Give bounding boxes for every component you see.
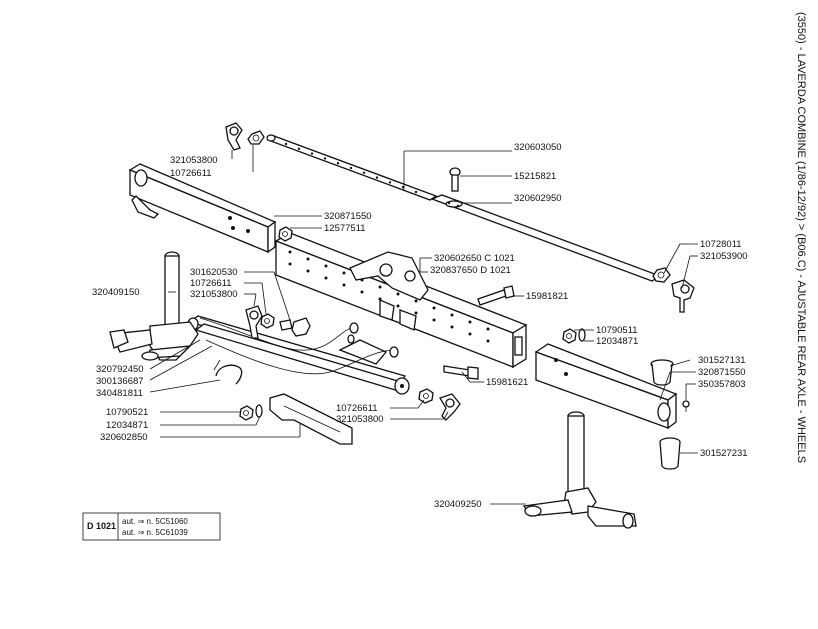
label-340481811: 340481811 bbox=[96, 388, 143, 399]
leader-lines bbox=[149, 145, 698, 505]
bolt-15981621 bbox=[443, 365, 479, 380]
nut-12577511 bbox=[278, 226, 293, 242]
label-320871550-left: 320871550 bbox=[324, 211, 372, 222]
label-301620530: 301620530 bbox=[190, 267, 238, 278]
label-301527231: 301527231 bbox=[700, 448, 748, 459]
label-300136687: 300136687 bbox=[96, 376, 144, 387]
label-320602850: 320602850 bbox=[100, 432, 148, 443]
ball-joint-low bbox=[418, 388, 461, 421]
label-320837650: 320837650 D 1021 bbox=[430, 265, 511, 276]
legend-line-1: aut. ⇒ n. 5C51060 bbox=[122, 517, 188, 526]
label-320602950: 320602950 bbox=[514, 193, 562, 204]
label-10726611-mid: 10726611 bbox=[190, 278, 232, 289]
label-350357803: 350357803 bbox=[698, 379, 746, 390]
label-10726611-top: 10726611 bbox=[170, 168, 212, 179]
tie-rod-long bbox=[266, 134, 438, 201]
bracket-plate bbox=[269, 393, 353, 445]
bushing-301527231 bbox=[659, 437, 681, 470]
label-320603050: 320603050 bbox=[514, 142, 562, 153]
part-labels: 320603050 15215821 320602950 321053800 1… bbox=[92, 142, 748, 510]
label-12034871-left: 12034871 bbox=[106, 420, 148, 431]
right-kingpin bbox=[522, 411, 637, 529]
diagram-title: (3550) - LAVERDA COMBINE (1/86-12/92) > … bbox=[795, 12, 807, 464]
label-321053800-mid: 321053800 bbox=[190, 289, 238, 300]
label-320871550-right: 320871550 bbox=[698, 367, 746, 378]
label-15981621: 15981621 bbox=[486, 377, 528, 388]
left-kingpin bbox=[109, 251, 199, 361]
label-15215821: 15215821 bbox=[514, 171, 556, 182]
label-321053800-top: 321053800 bbox=[170, 155, 218, 166]
label-10790511: 10790511 bbox=[596, 325, 638, 336]
label-320792450: 320792450 bbox=[96, 364, 144, 375]
label-320409250: 320409250 bbox=[434, 499, 482, 510]
grease-nipple-350357803 bbox=[682, 400, 690, 412]
legend-line-2: aut. ⇒ n. 5C61039 bbox=[122, 528, 188, 537]
bolt-15981821 bbox=[477, 285, 515, 306]
label-301527131: 301527131 bbox=[698, 355, 746, 366]
left-sliding-beam bbox=[128, 163, 277, 254]
nut-10790521 bbox=[239, 404, 263, 421]
label-10726611-low: 10726611 bbox=[336, 403, 378, 414]
ball-joint-mid bbox=[245, 305, 311, 339]
label-321053800-low: 321053800 bbox=[336, 414, 384, 425]
label-321053900: 321053900 bbox=[700, 251, 748, 262]
bolt-15215821 bbox=[449, 167, 461, 192]
label-12034871-right: 12034871 bbox=[596, 336, 638, 347]
nut-10790511 bbox=[562, 328, 586, 344]
hose-clamp bbox=[213, 359, 243, 385]
center-axle-beam bbox=[274, 232, 528, 369]
right-sliding-beam bbox=[534, 343, 678, 430]
label-12577511: 12577511 bbox=[324, 223, 366, 234]
hydraulic-hoses bbox=[199, 317, 399, 375]
label-320602650: 320602650 C 1021 bbox=[434, 253, 515, 264]
ball-joint-top-left bbox=[225, 122, 265, 151]
label-320409150: 320409150 bbox=[92, 287, 140, 298]
label-10790521: 10790521 bbox=[106, 407, 148, 418]
legend-code: D 1021 bbox=[87, 521, 116, 531]
ball-joint-right bbox=[652, 267, 695, 313]
label-15981821: 15981821 bbox=[526, 291, 568, 302]
label-10728011: 10728011 bbox=[700, 239, 742, 250]
version-legend: D 1021 aut. ⇒ n. 5C51060 aut. ⇒ n. 5C610… bbox=[82, 512, 221, 541]
